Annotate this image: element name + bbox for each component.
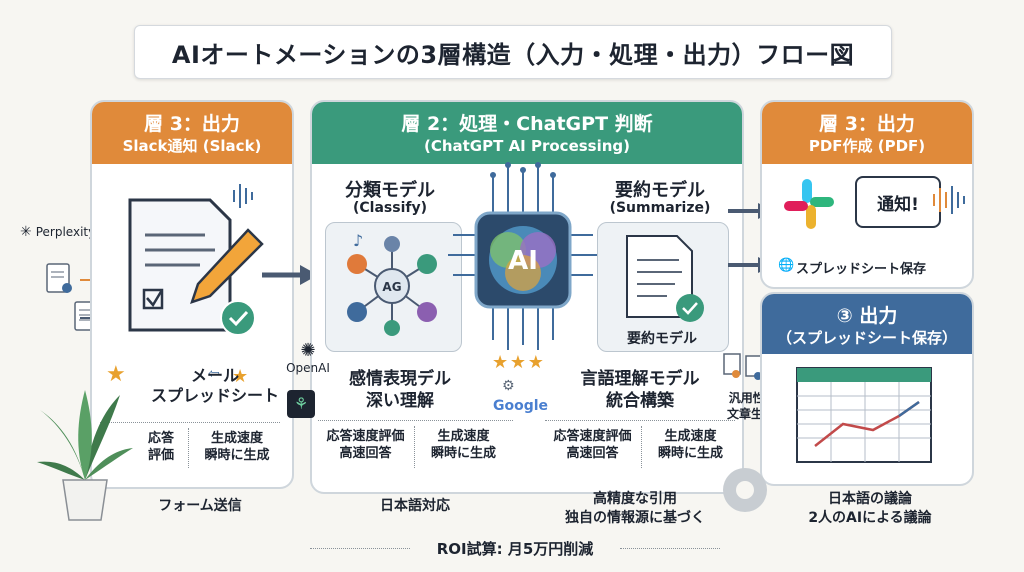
left-panel-header: 層 3：出力 Slack通知 (Slack)	[92, 102, 292, 164]
star-icon: ★	[232, 366, 249, 387]
left-item-label: メール スプレッドシート	[150, 366, 279, 405]
soundwave-icon	[933, 186, 965, 214]
flow-arrow-icon	[262, 265, 318, 285]
classify-subtitle: (Classify)	[353, 200, 427, 216]
divider	[188, 428, 189, 468]
divider	[318, 420, 513, 421]
document-icons	[46, 263, 98, 331]
classify-title: 分類モデル	[345, 180, 435, 201]
right-top-title: 層 3：出力	[819, 113, 915, 135]
divider	[641, 426, 642, 468]
slack-icon	[784, 179, 834, 229]
divider	[414, 426, 415, 468]
stat-response-speed: 応答速度評価 高速回答	[553, 429, 632, 461]
divider	[545, 420, 735, 421]
emotion-model-label: 感情表現デル 深い理解	[349, 369, 451, 411]
perplexity-logo: ✳ Perplexity	[20, 224, 95, 240]
summarize-title: 要約モデル	[615, 180, 705, 201]
middle-panel-header: 層 2：処理・ChatGPT 判断 (ChatGPT AI Processing…	[312, 102, 742, 164]
notification-bubble: 通知!	[855, 176, 941, 228]
app-icon: ⚘	[287, 390, 315, 418]
left-panel-title: 層 3：出力	[144, 113, 240, 135]
network-graph-icon: AG ♪	[347, 231, 437, 336]
left-panel-subtitle: Slack通知 (Slack)	[122, 137, 262, 155]
arrow-left-icon: ⇦	[208, 366, 220, 382]
chip-label: AI	[508, 246, 538, 276]
plant-icon	[37, 390, 133, 521]
summary-document-icon	[626, 235, 704, 322]
right-bottom-header: ③ 出力 （スプレッドシート保存）	[762, 294, 972, 354]
graph-center-label: AG	[382, 280, 401, 294]
divider	[310, 548, 410, 549]
left-caption: フォーム送信	[158, 498, 242, 514]
soundwave-icon	[233, 184, 253, 208]
middle-caption-right: 高精度な引用 独自の情報源に基づく	[565, 491, 705, 526]
perplexity-label: Perplexity	[35, 225, 96, 239]
spreadsheet-chart-icon	[796, 367, 932, 463]
openai-icon: ✺	[300, 340, 316, 361]
right-top-subtitle: PDF作成 (PDF)	[808, 137, 926, 155]
middle-caption-left: 日本語対応	[380, 498, 450, 514]
ai-chip-icon: AI	[448, 162, 598, 350]
left-stat-response: 応答 評価	[147, 431, 174, 463]
page-title: AIオートメーションの3層構造（入力・処理・出力）フロー図	[134, 25, 892, 79]
openai-label: OpenAI	[286, 361, 330, 375]
middle-panel-title: 層 2：処理・ChatGPT 判断	[401, 113, 653, 135]
perplexity-icon: ✳	[20, 224, 32, 240]
summary-card-label: 要約モデル	[627, 331, 697, 347]
right-bottom-subtitle: （スプレッドシート保存）	[776, 329, 957, 347]
right-caption: 日本語の議論 2人のAIによる議論	[808, 491, 932, 526]
star-icon: ★	[106, 362, 126, 387]
left-stat-speed: 生成速度 瞬時に生成	[204, 431, 270, 463]
gear-icon: ⚙	[502, 378, 515, 394]
openai-logo: ✺ OpenAI	[283, 340, 333, 375]
svg-text:♪: ♪	[353, 231, 363, 250]
stat-generation-speed: 生成速度 瞬時に生成	[430, 429, 496, 461]
document-icons	[723, 353, 763, 380]
language-model-label: 言語理解モデル 統合構築	[580, 369, 700, 411]
google-logo: Google	[493, 398, 549, 414]
divider	[100, 422, 280, 423]
middle-panel-subtitle: (ChatGPT AI Processing)	[423, 137, 631, 155]
right-top-header: 層 3：出力 PDF作成 (PDF)	[762, 102, 972, 164]
sheet-save-label: スプレッドシート保存	[796, 262, 927, 277]
divider	[620, 548, 720, 549]
right-bottom-title: ③ 出力	[836, 305, 898, 327]
gears-icon	[723, 468, 767, 512]
stat-generation-speed: 生成速度 瞬時に生成	[657, 429, 723, 461]
document-pencil-icon	[128, 198, 264, 336]
roi-estimate: ROI試算: 月5万円削減	[436, 540, 594, 558]
stat-response-speed: 応答速度評価 高速回答	[326, 429, 405, 461]
summarize-subtitle: (Summarize)	[609, 200, 711, 216]
stars-icon: ★ ★ ★	[492, 352, 544, 373]
globe-icon: 🌐	[778, 258, 795, 273]
